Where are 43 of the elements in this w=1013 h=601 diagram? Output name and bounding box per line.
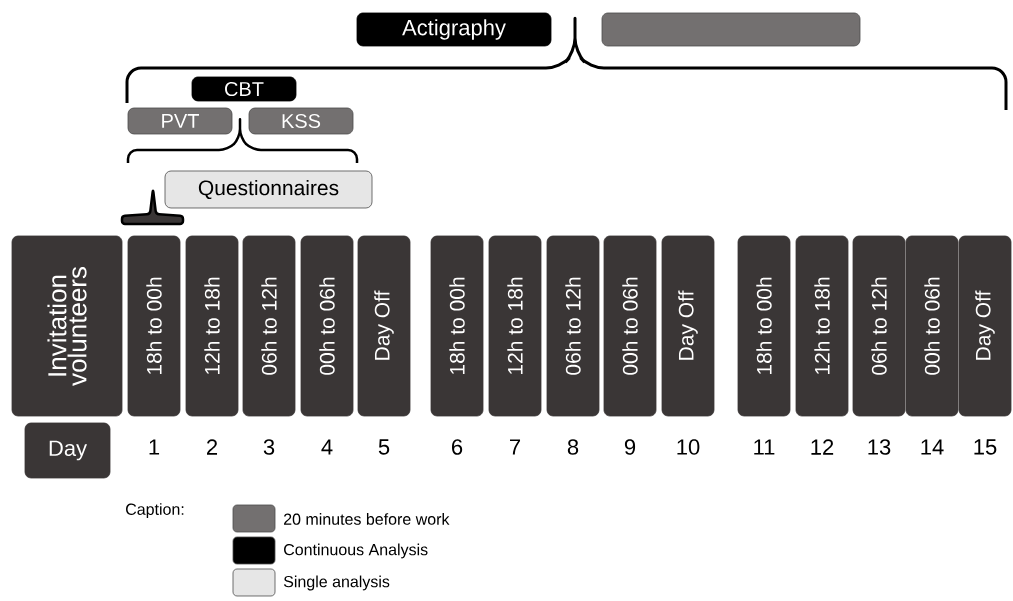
day-number: 7 bbox=[510, 439, 520, 455]
day-number: 6 bbox=[452, 439, 463, 455]
caption-heading: Caption: bbox=[126, 503, 184, 519]
day-number: 11 bbox=[754, 439, 775, 455]
label-box: Questionnaires bbox=[164, 170, 373, 209]
shift-box: 12h to 18h bbox=[185, 235, 239, 417]
shift-box: Day Off bbox=[661, 235, 715, 417]
day-number: 15 bbox=[974, 439, 997, 455]
legend-label: Continuous Analysis bbox=[284, 543, 428, 559]
shift-box: 18h to 00h bbox=[127, 235, 181, 417]
label-box: KSS bbox=[248, 107, 354, 135]
day-number: 1 bbox=[149, 439, 160, 455]
shift-box: Day Off bbox=[958, 235, 1012, 417]
node-label: Day Off bbox=[975, 290, 995, 360]
shift-box: 12h to 18h bbox=[488, 235, 542, 417]
shift-box: 12h to 18h bbox=[795, 235, 849, 417]
day-number: 3 bbox=[263, 439, 275, 455]
title-box: Invitation volunteers bbox=[11, 235, 123, 417]
shift-box: 18h to 00h bbox=[430, 235, 484, 417]
shift-box: 06h to 12h bbox=[242, 235, 296, 417]
shift-box: Day Off bbox=[357, 235, 411, 417]
shift-box: 00h to 06h bbox=[905, 235, 959, 417]
shift-box: 18h to 00h bbox=[737, 235, 791, 417]
label-box: PVT bbox=[127, 107, 233, 135]
shift-box: 00h to 06h bbox=[300, 235, 354, 417]
shift-box: 00h to 06h bbox=[603, 235, 657, 417]
shift-box: 06h to 12h bbox=[852, 235, 906, 417]
day-number: 12 bbox=[811, 439, 834, 455]
shift-box: 06h to 12h bbox=[546, 235, 600, 417]
label-box: CBT bbox=[191, 76, 297, 102]
day-number: 2 bbox=[207, 439, 217, 455]
day-number: 9 bbox=[624, 439, 636, 455]
legend-label: 20 minutes before work bbox=[284, 513, 450, 525]
day-number: 4 bbox=[321, 439, 333, 455]
label-box bbox=[601, 12, 861, 47]
day-label-box: Day bbox=[24, 422, 111, 479]
day-number: 14 bbox=[921, 439, 944, 455]
day-number: 10 bbox=[677, 439, 700, 455]
day-number: 8 bbox=[567, 439, 579, 455]
day-number: 13 bbox=[868, 439, 891, 455]
day-number: 5 bbox=[378, 439, 390, 455]
legend-label: Single analysis bbox=[283, 575, 390, 591]
label-box: Actigraphy bbox=[356, 12, 552, 47]
